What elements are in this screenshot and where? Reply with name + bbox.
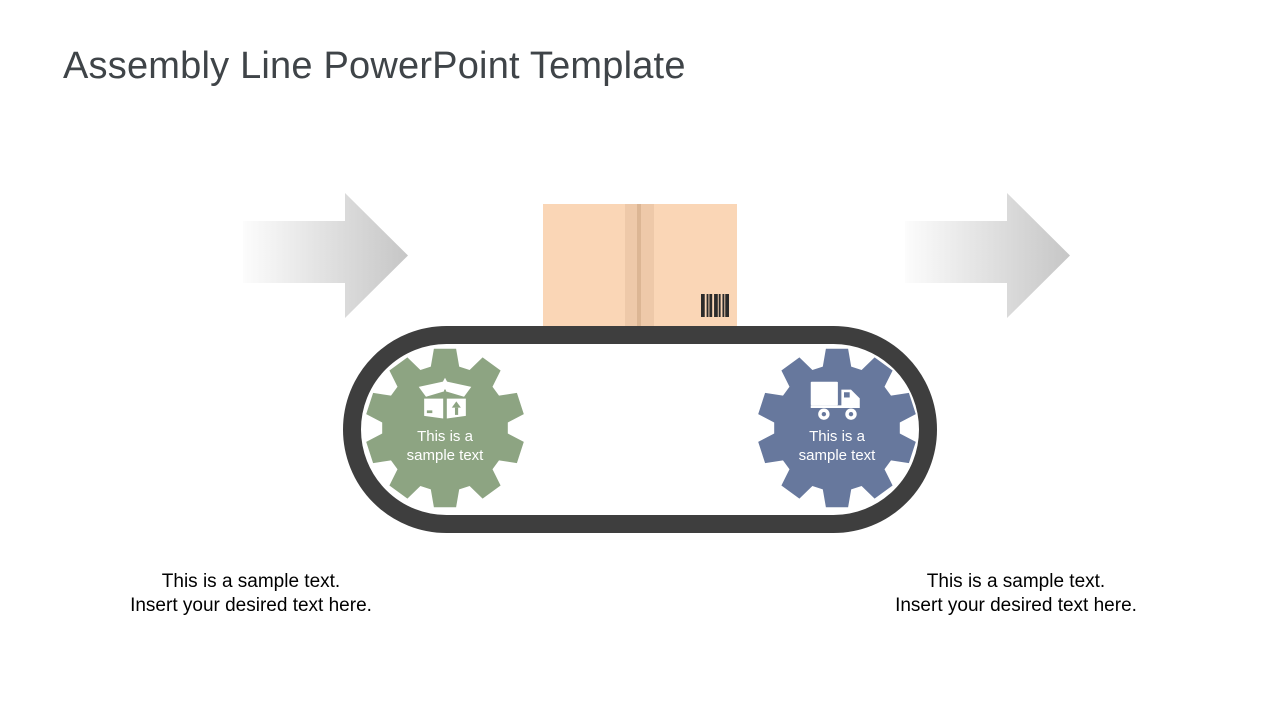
- right-arrow-icon: [243, 193, 408, 318]
- caption-line2: Insert your desired text here.: [895, 594, 1137, 616]
- caption-line1: This is a sample text.: [161, 571, 341, 592]
- barcode: [701, 294, 729, 317]
- box-flap-crease: [637, 204, 641, 328]
- caption-line2: Insert your desired text here.: [130, 594, 372, 616]
- conveyor-belt: [343, 326, 937, 533]
- slide-title: Assembly Line PowerPoint Template: [63, 45, 686, 87]
- caption-right: This is a sample text. Insert your desir…: [846, 570, 1186, 617]
- cardboard-box: [543, 204, 737, 328]
- caption-line1: This is a sample text.: [926, 571, 1106, 592]
- right-arrow-icon: [905, 193, 1070, 318]
- caption-left: This is a sample text. Insert your desir…: [81, 570, 421, 617]
